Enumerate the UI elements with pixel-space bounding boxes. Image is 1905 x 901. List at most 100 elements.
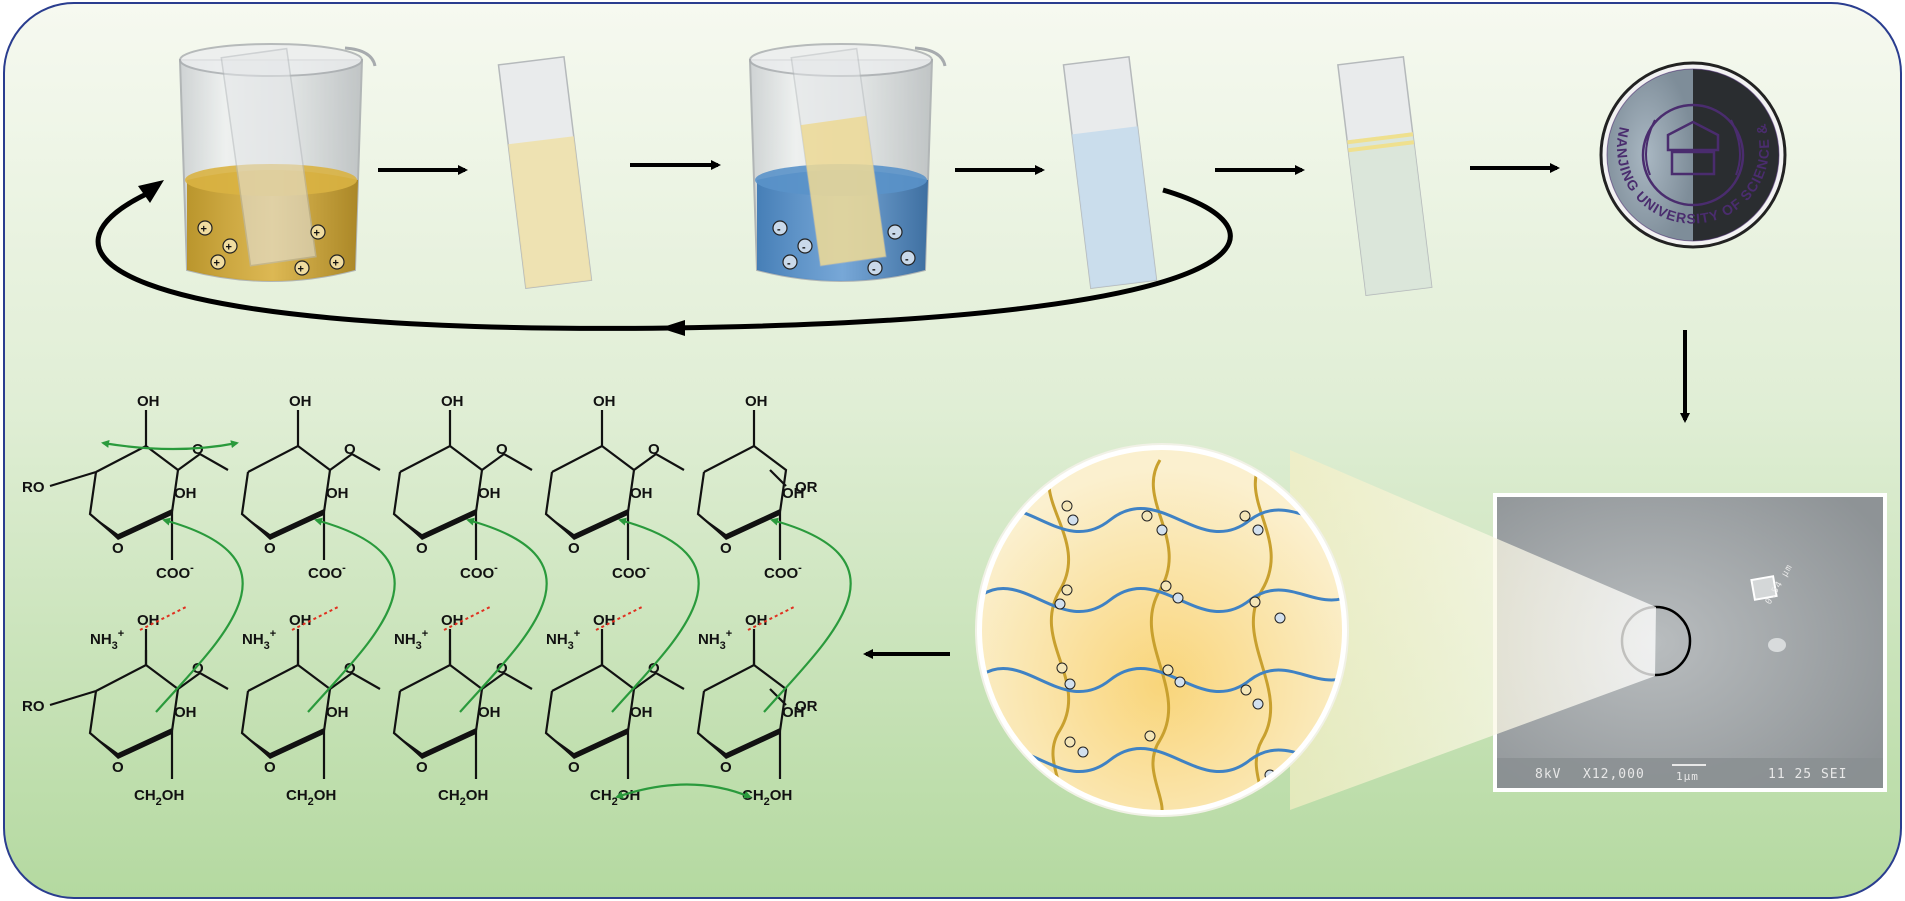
carboxylate-label: COO- [612,562,650,582]
ring-oxygen: O [568,540,580,557]
wedge-bond [546,728,628,759]
beaker-icon: - - - - - - [748,43,947,282]
glycosidic-bond [481,671,533,690]
hydroxyl-label: OH [289,612,312,629]
glycosidic-bond [177,452,229,471]
ionic-interaction-line [595,605,645,631]
svg-text:-: - [905,254,909,266]
wedge-bond [394,509,476,540]
glass-slide-icon [497,55,593,290]
svg-text:-: - [787,258,791,270]
wedge-bond [242,728,324,759]
hydroxymethyl-label: CH2OH [134,787,184,808]
hydrogen-bond-arrow [763,517,852,713]
ring-oxygen: O [264,540,276,557]
hydroxyl-label: OH [174,485,197,502]
svg-text:-: - [802,242,806,254]
svg-text:+: + [214,258,220,270]
carboxylate-label: COO- [460,562,498,582]
glycosidic-bond [481,452,533,471]
hydrogen-bond-arrow [611,517,700,713]
hydrogen-bond-arrow [307,517,396,713]
arrow-icon [378,160,1690,659]
glycosidic-oxygen: O [648,660,660,677]
svg-text:-: - [872,264,876,276]
glycosidic-oxygen: O [344,660,356,677]
ionic-interaction-line [139,605,189,631]
beaker-icon: + + + + + + [178,43,377,282]
ring-oxygen: O [720,759,732,776]
hydroxyl-label: OH [441,612,464,629]
sem-image-icon: 0.54 μm 8kV X12,000 1μm 11 25 SEI [1493,493,1887,792]
glycosidic-bond [177,671,229,690]
hydroxyl-label: OH [326,704,349,721]
sem-particle [1750,575,1786,652]
carboxylate-label: COO- [764,562,802,582]
hydroxyl-label: OH [630,485,653,502]
ionic-interaction-line [291,605,341,631]
hydrogen-bond-arrow [155,517,244,713]
bond-line [49,689,97,707]
hydroxyl-label: OH [478,485,501,502]
hydroxyl-label: OH [441,393,464,410]
glycosidic-oxygen: O [344,441,356,458]
hydroxyl-label: OH [478,704,501,721]
sem-scalebar: 1μm [1676,770,1699,783]
ring-oxygen: O [112,759,124,776]
svg-text:+: + [314,228,320,240]
bond-line [769,469,787,487]
hydroxyl-label: OH [326,485,349,502]
ring-oxygen: O [416,540,428,557]
wedge-bond [546,509,628,540]
wedge-bond [90,509,172,540]
sem-code: 11 25 SEI [1768,767,1847,782]
hydroxyl-label: OH [630,704,653,721]
ammonium-label: NH3+ [242,628,276,652]
hydroxyl-label: OH [174,704,197,721]
ammonium-label: NH3+ [90,628,124,652]
hydroxyl-label: OH [593,612,616,629]
wedge-bond [90,728,172,759]
ring-oxygen: O [264,759,276,776]
wedge-bond [242,509,324,540]
wedge-bond [394,728,476,759]
carboxylate-label: COO- [308,562,346,582]
carboxylate-label: COO- [156,562,194,582]
glycosidic-bond [633,452,685,471]
svg-text:+: + [333,258,339,270]
ammonium-label: NH3+ [546,628,580,652]
end-group-label: OR [795,479,818,496]
end-group-label: RO [22,698,45,715]
ring-oxygen: O [720,540,732,557]
glass-slide-icon [1337,56,1433,297]
ammonium-label: NH3+ [394,628,428,652]
glycosidic-oxygen: O [496,441,508,458]
chemical-structure: O OH OH O COO- O OH OH O COO- O OH OH O COO- O OH OH O COO-… [22,393,852,808]
glycosidic-oxygen: O [648,441,660,458]
glycosidic-bond [329,671,381,690]
glycosidic-bond [633,671,685,690]
ionic-interaction-line [443,605,493,631]
glycosidic-oxygen: O [192,660,204,677]
hydroxyl-label: OH [782,704,805,721]
hydroxyl-label: OH [745,612,768,629]
svg-text:+: + [226,242,232,254]
hydrogen-bond-arrow [101,440,752,799]
svg-text:-: - [777,224,781,236]
hydroxyl-label: OH [137,612,160,629]
positive-charge-icon: + + + + + + [197,220,345,276]
hydroxymethyl-label: CH2OH [438,787,488,808]
wedge-bond [698,728,780,759]
ring-oxygen: O [568,759,580,776]
glass-slide-icon [1062,55,1158,290]
hydrogen-bond-arrow [459,517,548,713]
negative-charge-icon: - - - - - - [772,220,916,276]
hydroxyl-label: OH [593,393,616,410]
hydroxyl-label: OH [289,393,312,410]
cycle-loop-arrow [95,180,1233,336]
sem-magnification: X12,000 [1583,767,1645,782]
hydroxyl-label: OH [782,485,805,502]
wedge-bond [698,509,780,540]
end-group-label: RO [22,479,45,496]
